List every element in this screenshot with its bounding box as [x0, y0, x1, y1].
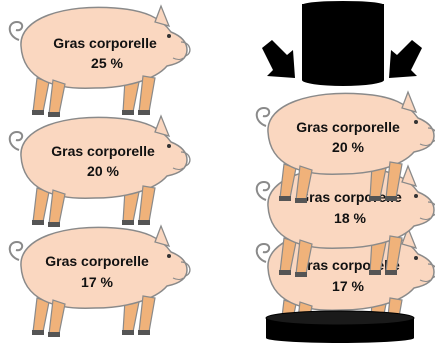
arrow-down-left-icon: [389, 40, 422, 78]
left-pig-3-value: 17 %: [81, 274, 113, 290]
right-pig-2-value: 18 %: [334, 210, 366, 226]
arrow-down-right-icon: [262, 40, 295, 78]
left-pig-2-label: Gras corporelle: [51, 143, 155, 159]
right-pig-3-label: Gras corporelle: [296, 257, 400, 273]
left-pig-1-value: 25 %: [91, 55, 123, 71]
left-pig-1: Gras corporelle 25 %: [10, 6, 190, 117]
right-pig-3-value: 17 %: [332, 278, 364, 294]
left-pig-2: Gras corporelle 20 %: [10, 116, 190, 227]
left-pig-1-label: Gras corporelle: [53, 35, 157, 51]
left-pig-3: Gras corporelle 17 %: [10, 226, 190, 337]
right-pig-1-label: Gras corporelle: [296, 119, 400, 135]
press-base: [266, 311, 414, 343]
right-pig-1-value: 20 %: [332, 139, 364, 155]
left-pig-3-label: Gras corporelle: [45, 253, 149, 269]
press-top: [302, 1, 384, 86]
left-pig-2-value: 20 %: [87, 163, 119, 179]
